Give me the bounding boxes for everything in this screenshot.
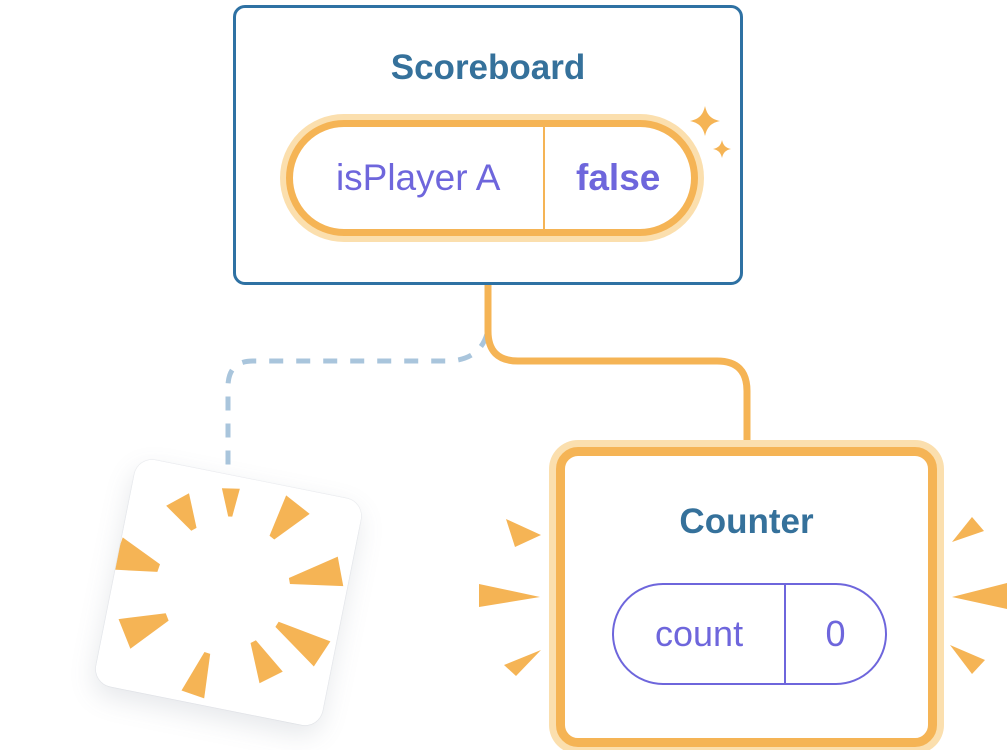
orange-connector-line <box>484 283 751 458</box>
emphasis-burst-left-icon <box>479 519 541 676</box>
dashed-connector-line <box>225 333 490 486</box>
state-label: isPlayer A <box>335 157 501 198</box>
state-label: count <box>655 613 744 654</box>
counter-component-card: Counter count 0 <box>556 447 937 747</box>
scoreboard-component-card: Scoreboard isPlayer A false <box>233 5 743 285</box>
poof-burst-icon <box>111 488 344 699</box>
pill-divider <box>784 585 787 683</box>
pill-divider <box>543 127 546 229</box>
scoreboard-title: Scoreboard <box>390 48 586 87</box>
state-value: 0 <box>825 613 846 654</box>
emphasis-burst-right-icon <box>950 517 1007 674</box>
counter-state-pill: count 0 <box>612 583 887 685</box>
counter-title: Counter <box>679 502 814 541</box>
state-value: false <box>576 157 661 198</box>
scoreboard-state-pill: isPlayer A false <box>286 120 698 236</box>
sparkles-icon <box>690 106 731 158</box>
removed-component-card <box>92 456 365 729</box>
